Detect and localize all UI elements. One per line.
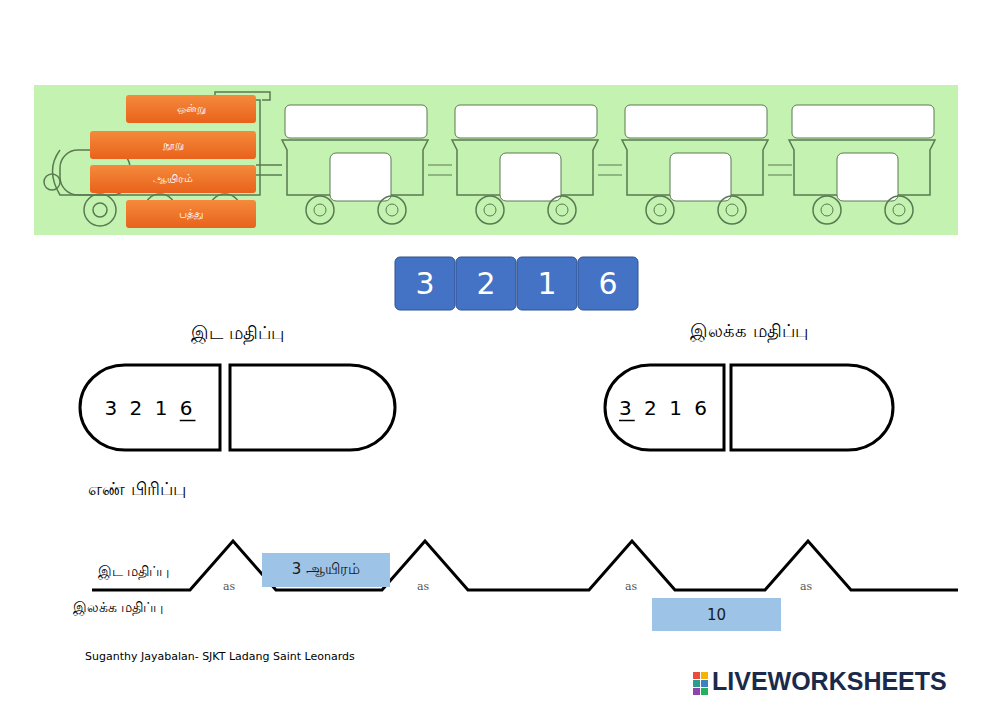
- number-tile: 1: [517, 257, 577, 310]
- node-text: 2: [476, 266, 495, 301]
- node-text: பத்து: [179, 207, 204, 221]
- node-text: 3 2 1 6: [105, 396, 196, 420]
- row-label: இலக்க மதிப்பு: [73, 599, 163, 617]
- footer-credit: Suganthy Jayabalan- SJKT Ladang Saint Le…: [85, 650, 355, 663]
- place-value-tag: ஒன்று: [126, 95, 256, 123]
- node-text: 3: [415, 266, 434, 301]
- as-mark: as: [415, 580, 431, 593]
- green-band: [34, 85, 958, 235]
- number-tile: 2: [456, 257, 516, 310]
- node-text: 6: [598, 266, 617, 301]
- number-tile: 6: [578, 257, 638, 310]
- number-tile: 3: [395, 257, 455, 310]
- logo-text: LIVEWORKSHEETS: [712, 667, 947, 696]
- node-text: 10: [707, 606, 726, 624]
- place-value-tag: ஆயிரம்: [90, 165, 256, 193]
- answer-box: 3 ஆயிரம்: [262, 553, 390, 587]
- pill-shapes: [80, 365, 893, 450]
- node-text: 1: [537, 266, 556, 301]
- number-tiles: [395, 257, 638, 310]
- node-text: ஆயிரம்: [153, 172, 193, 186]
- node-text: நூறு: [163, 138, 184, 152]
- carriage: [282, 105, 452, 224]
- carriage: [452, 105, 622, 224]
- as-mark: as: [623, 580, 639, 593]
- section-heading: எண் பிரிப்பு: [88, 478, 186, 502]
- digit-underline: [180, 420, 196, 422]
- node-text: 3 ஆயிரம்: [292, 560, 360, 580]
- answer-box-fill: [652, 598, 781, 631]
- number-pill: 3 2 1 6: [607, 367, 722, 448]
- node-text: 3 2 1 6: [619, 396, 710, 420]
- place-value-tag: பத்து: [126, 200, 256, 228]
- answer-box-fill: [262, 553, 390, 587]
- node-text: ஒன்று: [177, 102, 206, 116]
- answer-box: 10: [652, 598, 781, 631]
- digit-underline: [619, 420, 635, 422]
- carriage: [789, 105, 935, 224]
- section-heading: இலக்க மதிப்பு: [690, 320, 808, 344]
- as-mark: as: [798, 580, 814, 593]
- carriage: [622, 105, 792, 224]
- as-mark: as: [221, 580, 237, 593]
- row-label: இட மதிப்பு: [98, 563, 169, 581]
- train-carriages: [282, 105, 935, 224]
- place-value-tag: நூறு: [90, 131, 256, 159]
- logo-squares: [693, 672, 708, 695]
- section-heading: இட மதிப்பு: [191, 322, 284, 346]
- number-pill: 3 2 1 6: [82, 367, 218, 448]
